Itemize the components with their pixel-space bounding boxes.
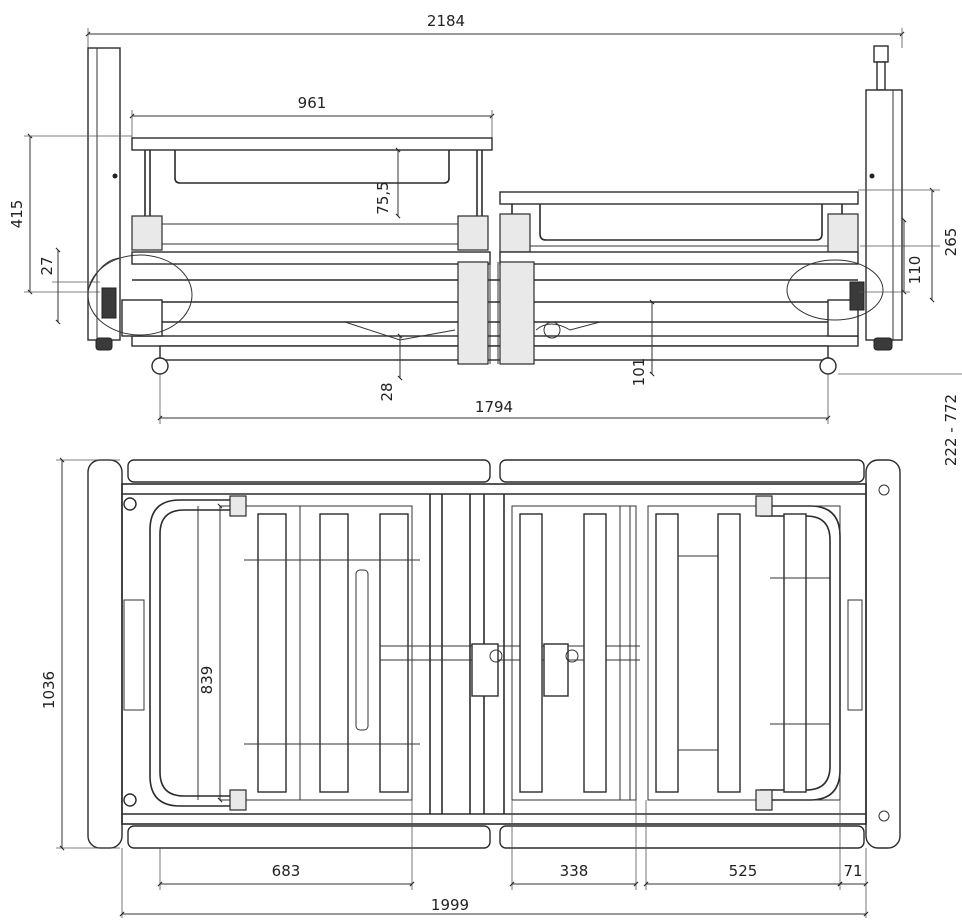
dimension-mattress-depth: 75,5: [374, 147, 401, 219]
label-75-5: 75,5: [374, 181, 392, 214]
label-415: 415: [8, 200, 26, 229]
label-28: 28: [378, 382, 396, 401]
foot-platform: [499, 191, 859, 253]
dimension-right-110: 110: [858, 217, 924, 295]
side-rail-top-right: [499, 459, 865, 483]
dimension-inner-width: 839: [198, 503, 223, 803]
slats-center: [380, 494, 640, 814]
main-frame: [87, 251, 884, 375]
footboard-right: [865, 45, 903, 351]
label-1036: 1036: [40, 671, 58, 709]
side-rail-top-left: [127, 459, 491, 483]
label-525: 525: [729, 862, 758, 880]
dimension-overall-length: 2184: [85, 12, 905, 48]
dimension-frame-height: 101: [630, 299, 655, 387]
label-338: 338: [560, 862, 589, 880]
label-222-772: 222 - 772: [942, 394, 960, 466]
slats-right: [647, 505, 841, 801]
top-view: 1036 839 683 338 525 71 1999: [40, 457, 901, 918]
label-71: 71: [843, 862, 862, 880]
side-rail-bottom-right: [499, 825, 865, 849]
label-1794: 1794: [475, 398, 513, 416]
head-platform: [131, 137, 493, 251]
side-view: 2184 961: [8, 12, 962, 466]
label-265: 265: [942, 228, 960, 257]
dimension-right-265: 265: [858, 187, 960, 303]
slats-middle: [511, 505, 637, 801]
footboard-top: [865, 459, 901, 849]
label-683: 683: [272, 862, 301, 880]
label-839: 839: [198, 666, 216, 695]
headboard-top: [87, 459, 123, 849]
label-110: 110: [906, 256, 924, 285]
brackets: [123, 495, 863, 811]
dimension-left-small: 27: [38, 247, 100, 325]
slats-left: [197, 505, 420, 801]
label-101: 101: [630, 358, 648, 387]
dimension-head-section: 961: [129, 94, 495, 140]
dimension-width: 1036: [40, 457, 120, 851]
dimension-ground-clearance: 28: [378, 333, 403, 402]
dimension-left-height: 415: [8, 133, 132, 295]
dimension-height-range: 222 - 772: [838, 373, 962, 466]
label-1999: 1999: [431, 896, 469, 914]
dimension-segments: 683 338 525 71 1999: [119, 800, 869, 918]
side-rail-bottom-left: [127, 825, 491, 849]
dimension-wheelbase: 1794: [157, 374, 831, 424]
label-2184: 2184: [427, 12, 465, 30]
label-961: 961: [298, 94, 327, 112]
label-27: 27: [38, 256, 56, 275]
